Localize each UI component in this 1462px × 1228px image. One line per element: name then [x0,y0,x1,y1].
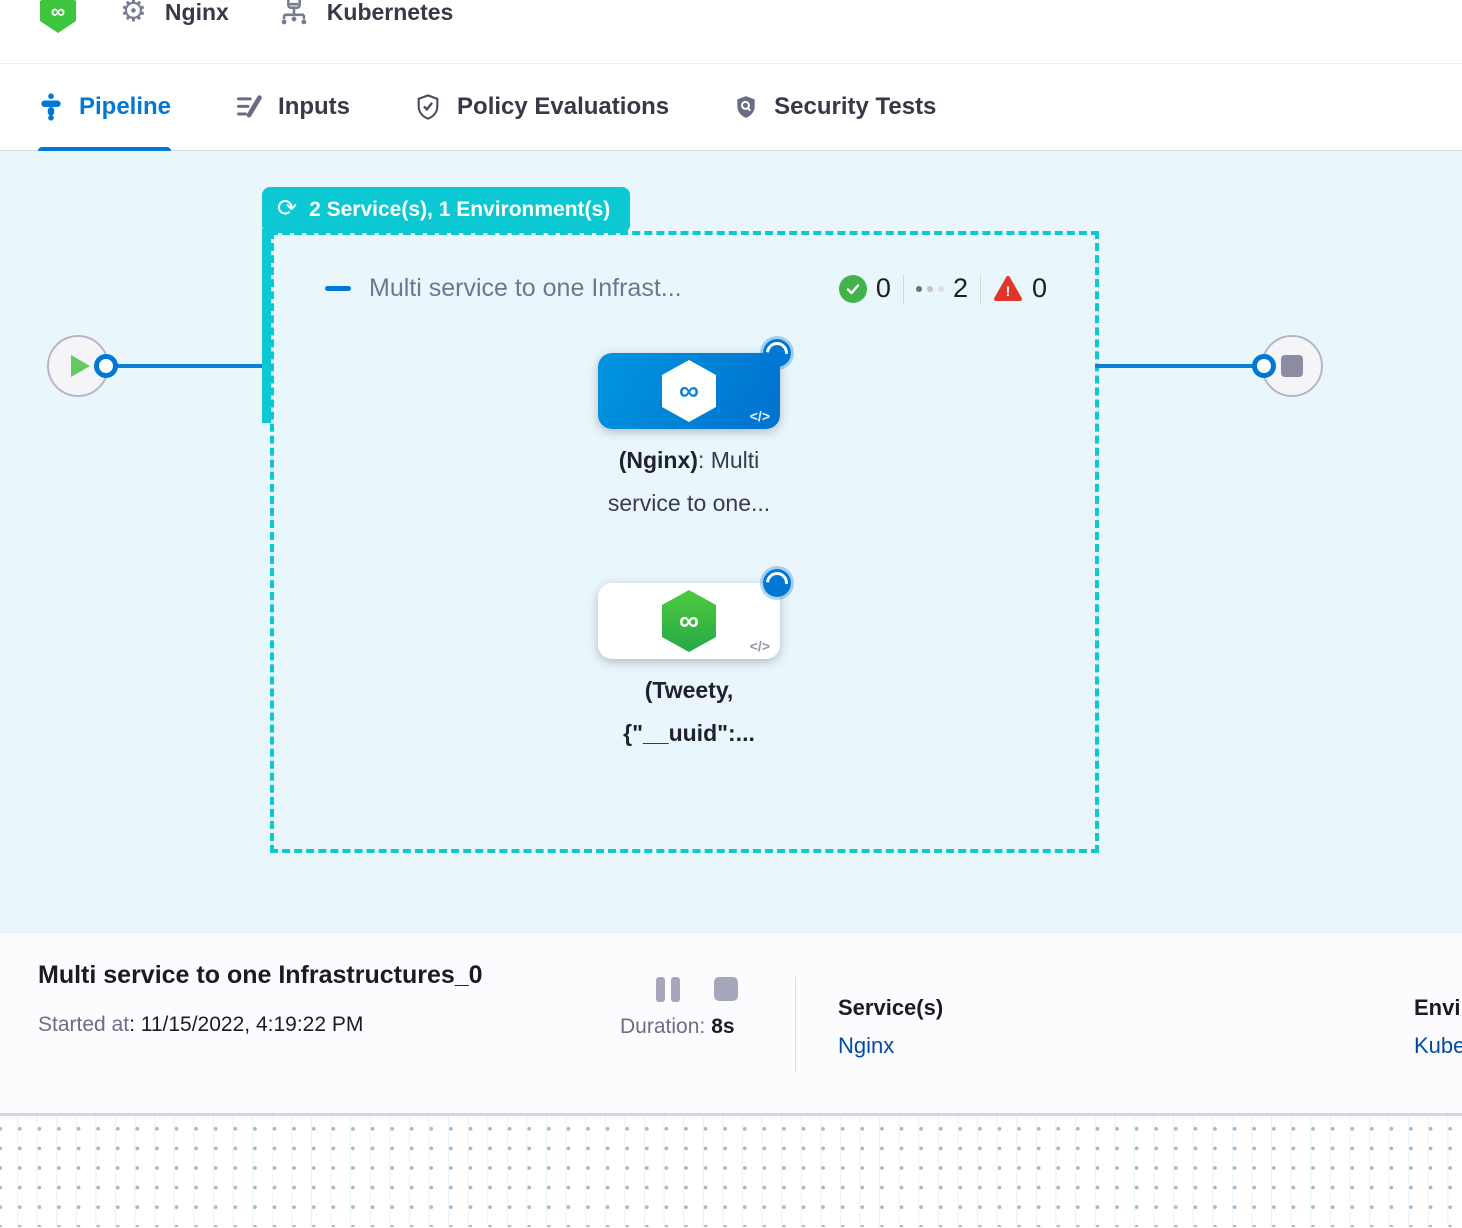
harness-hexagon-icon: ∞ [662,360,716,422]
code-icon: </> [749,408,770,424]
stop-button[interactable] [714,977,738,1001]
success-count: 0 [875,273,891,303]
connector-end [1095,364,1264,368]
harness-service-icon: ∞ [38,0,78,34]
tab-inputs-label: Inputs [278,93,351,120]
execution-title: Multi service to one Infrastructures_0 [38,961,483,989]
environments-label: Environment(s) [1414,995,1462,1020]
running-spinner-icon [763,339,791,367]
node-label-line1: (Tweety, [644,677,734,703]
code-icon: </> [749,638,770,654]
services-label: Service(s) [838,995,944,1020]
count-divider [979,273,981,304]
node-label-line2: {"__uuid":... [623,720,755,746]
stage-status-counts: 0 2 ! 0 [838,273,1047,304]
tab-pipeline-label: Pipeline [79,93,172,120]
started-at-value: : 11/15/2022, 4:19:22 PM [129,1013,364,1036]
svg-text:!: ! [1006,283,1011,299]
breadcrumb-service-name[interactable]: Nginx [164,0,229,25]
duration-value: 8s [711,1015,735,1038]
environment-link-kubernetes[interactable]: Kubernetes [1414,1033,1462,1058]
started-at: Started at: 11/15/2022, 4:19:22 PM [38,1013,363,1037]
breadcrumb: ∞ ⚙ Nginx Kubernetes [38,0,1462,40]
collapse-stage-icon[interactable] [325,286,351,291]
count-divider [902,273,904,304]
running-count: 2 [952,273,968,303]
pause-button[interactable] [656,977,680,1002]
svg-text:∞: ∞ [679,605,699,636]
stage-header: Multi service to one Infrast... 0 2 ! 0 [325,273,1047,304]
tab-inputs[interactable]: Inputs [235,64,350,150]
vertical-divider [795,977,796,1073]
end-connection-point[interactable] [1252,354,1276,378]
svg-text:∞: ∞ [679,375,699,406]
tab-policy-evaluations-label: Policy Evaluations [457,93,670,120]
service-link-nginx[interactable]: Nginx [838,1033,895,1058]
running-spinner-icon [763,569,791,597]
loop-icon: ⟳ [277,195,298,222]
tab-policy-evaluations[interactable]: Policy Evaluations [414,64,669,150]
duration: Duration:8s [620,1015,735,1039]
stage-node-tweety[interactable]: ∞ </> [598,583,780,659]
execution-summary-bar: Multi service to one Infrastructures_0 S… [0,932,1462,1113]
connector-start [106,364,266,368]
environments-block: Environment(s) Kubernetes [1414,995,1462,1059]
tab-pipeline[interactable]: Pipeline [38,64,172,151]
inputs-icon [235,93,263,121]
tab-bar: Pipeline Inputs Policy Evaluations [0,64,1462,151]
node-label-line2: service to one... [607,490,771,516]
tab-security-tests[interactable]: Security Tests [733,64,936,150]
duration-label: Duration: [620,1015,706,1038]
breadcrumb-environment-name[interactable]: Kubernetes [326,0,454,25]
play-icon [71,355,90,377]
node-label-rest: : Multi [697,447,760,473]
services-environments-badge[interactable]: ⟳ 2 Service(s), 1 Environment(s) [262,187,631,233]
shield-check-icon [414,93,442,121]
start-connection-point[interactable] [94,354,118,378]
stage-node-nginx[interactable]: ∞ </> [598,353,780,429]
stage-title[interactable]: Multi service to one Infrast... [369,274,682,302]
breadcrumb-bar: ∞ ⚙ Nginx Kubernetes [0,0,1462,64]
shield-search-icon [733,93,759,121]
svg-text:∞: ∞ [51,1,65,23]
gear-icon: ⚙ [120,0,147,28]
stage-node-nginx-label[interactable]: (Nginx): Multi service to one... [558,439,820,525]
error-warning-icon: ! [993,275,1023,303]
infrastructure-icon [277,0,311,29]
services-environments-badge-label: 2 Service(s), 1 Environment(s) [309,198,611,221]
pipeline-canvas[interactable]: ⟳ 2 Service(s), 1 Environment(s) Multi s… [0,151,1462,932]
failed-count: 0 [1031,273,1047,303]
running-ellipsis-icon [915,285,944,292]
services-block: Service(s) Nginx [838,995,943,1059]
stage-group-box [270,231,1099,853]
stage-group-edge [262,229,271,423]
section-divider [0,1113,1462,1116]
tab-security-tests-label: Security Tests [774,93,937,120]
success-check-icon [838,274,867,303]
started-at-label: Started at [38,1013,130,1036]
node-label-bold: (Nginx) [618,447,698,473]
pipeline-icon [38,93,64,121]
console-grid-area[interactable] [0,1116,1462,1227]
harness-hexagon-icon: ∞ [662,590,716,652]
stop-icon [1281,355,1303,377]
stage-node-tweety-label[interactable]: (Tweety, {"__uuid":... [558,669,820,755]
